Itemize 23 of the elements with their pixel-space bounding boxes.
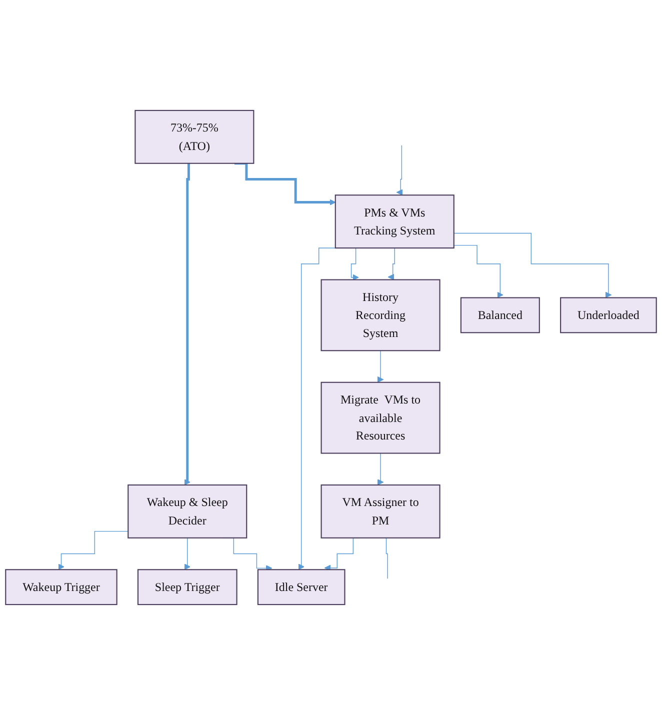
arrow <box>234 162 336 206</box>
arrow <box>388 248 395 280</box>
arrow <box>377 452 384 486</box>
node-box: Balanced <box>460 297 540 334</box>
arrow <box>377 350 384 383</box>
node-box: PMs & VMs Tracking System <box>334 194 454 249</box>
arrow <box>454 244 504 298</box>
node-box: Underloaded <box>560 297 657 334</box>
node-box: History Recording System <box>320 279 440 352</box>
node-box: 73%-75% (ATO) <box>134 110 254 164</box>
node-box: Migrate VMs to available Resources <box>320 382 440 454</box>
arrow <box>58 530 128 570</box>
arrow <box>298 248 337 570</box>
node-box: Wakeup Trigger <box>5 569 118 606</box>
arrow <box>184 538 190 570</box>
arrow <box>184 162 192 486</box>
node-box: Wakeup & Sleep Decider <box>128 484 248 538</box>
node-box: Sleep Trigger <box>137 569 238 606</box>
arrow <box>396 145 403 196</box>
connector <box>384 538 388 579</box>
node-box: VM Assigner to PM <box>320 484 440 538</box>
node-box: Idle Server <box>257 569 346 606</box>
arrow <box>454 232 612 298</box>
